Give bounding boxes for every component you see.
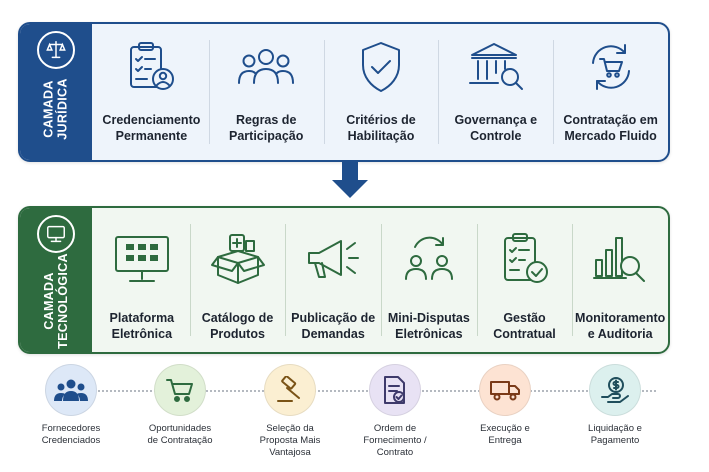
chart-search-icon — [590, 228, 650, 290]
card-publicacao: Publicação de Demandas — [285, 208, 381, 352]
card-label: Regras de Participação — [229, 113, 304, 143]
process-flow: Fornecedores Credenciados Oportunidades … — [30, 364, 696, 464]
flow-step-label: Seleção da Proposta Mais Vantajosa — [259, 423, 321, 458]
people-exchange-icon — [399, 228, 459, 290]
card-label: Monitoramento e Auditoria — [575, 311, 666, 341]
flow-connector — [70, 390, 656, 392]
camada-tecnologica-sidebar: CAMADA TECNOLÓGICA — [20, 208, 92, 352]
flow-step: Seleção da Proposta Mais Vantajosa — [235, 364, 345, 459]
monitor-icon — [37, 215, 75, 253]
monitor-grid-icon — [112, 228, 172, 290]
flow-step-label: Liquidação e Pagamento — [588, 423, 642, 446]
camada-juridica-sidebar: CAMADA JURÍDICA — [20, 24, 92, 160]
camada-tecnologica-title: CAMADA TECNOLÓGICA — [42, 253, 71, 349]
box-products-icon — [208, 228, 268, 290]
card-label: Critérios de Habilitação — [346, 113, 416, 143]
payment-icon — [589, 364, 641, 416]
document-check-icon — [369, 364, 421, 416]
card-monitoramento: Monitoramento e Auditoria — [572, 208, 668, 352]
gavel-icon — [264, 364, 316, 416]
card-label: Governança e Controle — [454, 113, 538, 143]
card-plataforma: Plataforma Eletrônica — [94, 208, 190, 352]
flow-step: Liquidação e Pagamento — [560, 364, 670, 447]
bank-search-icon — [466, 38, 526, 96]
scales-icon — [37, 31, 75, 69]
flow-step: Oportunidades de Contratação — [125, 364, 235, 447]
card-gestao: Gestão Contratual — [476, 208, 573, 352]
card-governanca: Governança e Controle — [438, 24, 553, 160]
card-catalogo: Catálogo de Produtos — [189, 208, 286, 352]
card-label: Credenciamento Permanente — [102, 113, 201, 143]
card-regras: Regras de Participação — [208, 24, 324, 160]
flow-step-label: Ordem de Fornecimento / Contrato — [363, 423, 427, 458]
truck-icon — [479, 364, 531, 416]
card-mini-disputas: Mini-Disputas Eletrônicas — [381, 208, 477, 352]
camada-tecnologica-panel: CAMADA TECNOLÓGICA Plataforma Eletrônica — [18, 206, 670, 354]
flow-step: Ordem de Fornecimento / Contrato — [340, 364, 450, 459]
card-contratacao: Contratação em Mercado Fluido — [553, 24, 668, 160]
card-label: Contratação em Mercado Fluido — [563, 113, 658, 143]
people-icon — [45, 364, 97, 416]
cart-icon — [154, 364, 206, 416]
card-label: Mini-Disputas Eletrônicas — [387, 311, 470, 341]
camada-juridica-title: CAMADA JURÍDICA — [42, 78, 70, 140]
clipboard-person-icon — [123, 38, 179, 96]
shield-check-icon — [355, 38, 407, 96]
flow-step-label: Fornecedores Credenciados — [41, 423, 101, 446]
card-credenciamento: Credenciamento Permanente — [94, 24, 209, 160]
people-group-icon — [236, 38, 296, 96]
card-label: Catálogo de Produtos — [201, 311, 274, 341]
flow-step-label: Execução e Entrega — [480, 423, 530, 446]
clipboard-check-icon — [497, 228, 553, 290]
megaphone-icon — [303, 228, 363, 290]
flow-step: Fornecedores Credenciados — [16, 364, 126, 447]
flow-step-label: Oportunidades de Contratação — [147, 423, 213, 446]
card-criterios: Critérios de Habilitação — [323, 24, 439, 160]
flow-step: Execução e Entrega — [450, 364, 560, 447]
card-label: Gestão Contratual — [493, 311, 556, 341]
card-label: Plataforma Eletrônica — [109, 311, 175, 341]
cart-cycle-icon — [583, 38, 639, 96]
camada-juridica-panel: CAMADA JURÍDICA Credenciamento Permanent… — [18, 22, 670, 162]
down-arrow-icon — [332, 162, 368, 198]
card-label: Publicação de Demandas — [291, 311, 376, 341]
